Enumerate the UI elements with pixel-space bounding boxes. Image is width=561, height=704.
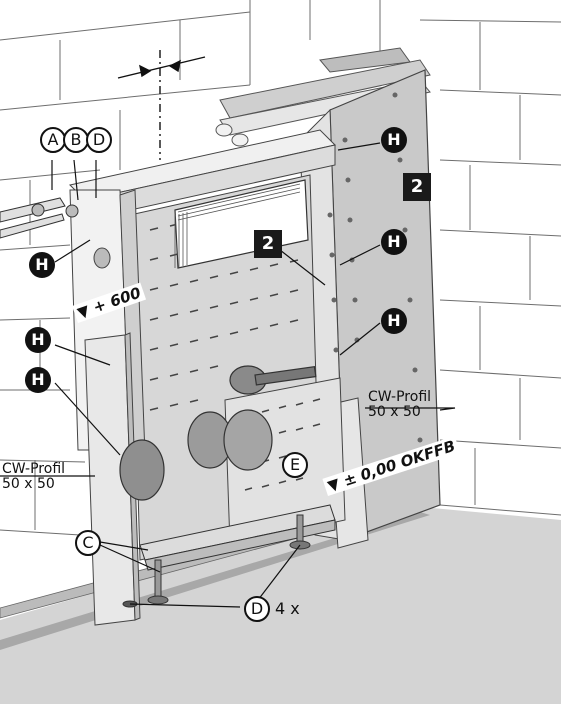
cw-profil-left-line2: 50 x 50	[2, 476, 55, 493]
callout-d-top: D	[86, 127, 112, 153]
cw-profil-left-line1: CW-Profil	[2, 461, 66, 477]
leader-lines	[0, 142, 456, 608]
marker-h-3: H	[25, 367, 51, 393]
cw-profil-right-label: CW-Profil 50 x 50	[368, 389, 432, 421]
thickness-dimension	[117, 50, 206, 160]
marker-h-4: H	[381, 127, 407, 153]
cw-profil-right-line2: 50 x 50	[368, 404, 421, 421]
marker-h-5: H	[381, 229, 407, 255]
cw-profil-left-label: CW-Profil 50 x 50	[2, 461, 66, 493]
marker-h-1: H	[29, 252, 55, 278]
callout-e: E	[282, 452, 308, 478]
floor	[0, 505, 561, 704]
wall-bracket	[0, 197, 79, 239]
callout-c: C	[75, 530, 101, 556]
callout-d-bottom: D	[244, 596, 270, 622]
cw-profil-right-line1: CW-Profil	[368, 389, 432, 405]
marker-h-6: H	[381, 308, 407, 334]
screw-holes	[327, 92, 423, 443]
bottom-frame	[122, 504, 336, 608]
count-label: 4 x	[275, 599, 300, 618]
drain-pipes	[119, 365, 317, 501]
marker-2-center: 2	[254, 230, 282, 258]
marker-h-2: H	[25, 327, 51, 353]
marker-2-right: 2	[403, 173, 431, 201]
